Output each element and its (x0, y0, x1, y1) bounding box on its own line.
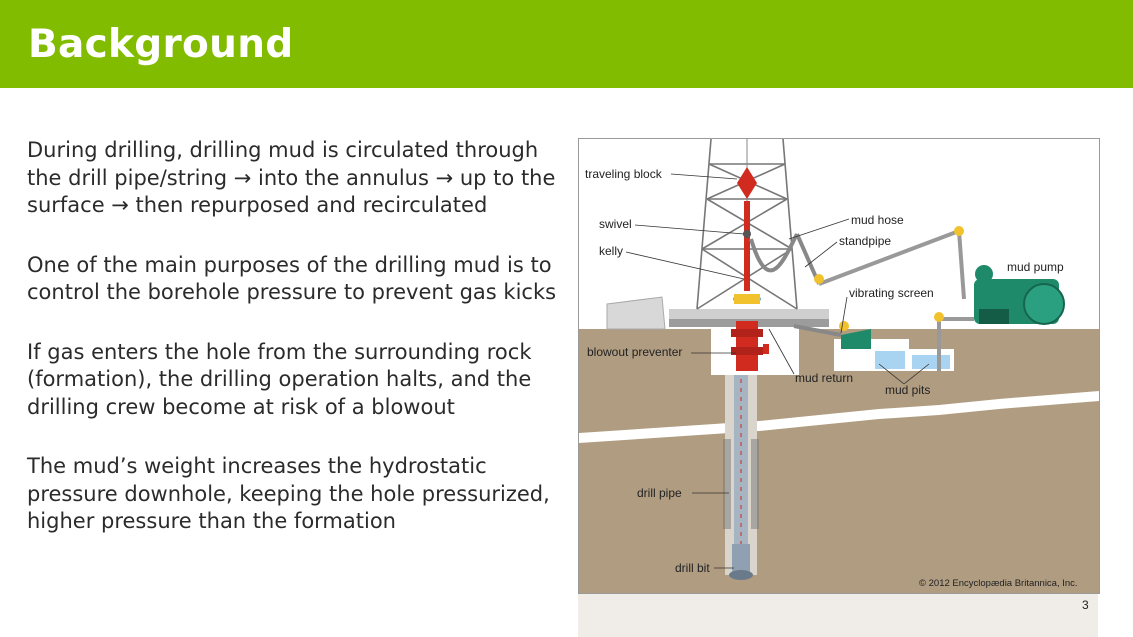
paragraph-purpose: One of the main purposes of the drilling… (27, 252, 557, 305)
traveling-block (737, 167, 757, 199)
paragraph-circulation: During drilling, drilling mud is circula… (27, 138, 556, 217)
paragraph-hydrostatic: The mud’s weight increases the hydrostat… (27, 454, 550, 533)
label-drill-bit: drill bit (675, 561, 710, 575)
slide-title: Background (28, 22, 294, 67)
paragraph-gas-kick: If gas enters the hole from the surround… (27, 339, 532, 419)
header-bar: Background (0, 0, 1133, 88)
label-vibrating-screen: vibrating screen (849, 286, 934, 300)
drilling-rig-diagram: traveling block swivel kelly mud hose st… (578, 138, 1100, 594)
label-traveling-block: traveling block (585, 167, 663, 181)
copyright-text: © 2012 Encyclopædia Britannica, Inc. (919, 578, 1078, 589)
label-mud-hose: mud hose (851, 213, 904, 227)
label-standpipe: standpipe (839, 234, 891, 248)
label-mud-pump: mud pump (1007, 260, 1064, 274)
label-mud-return: mud return (795, 371, 853, 385)
page-number: 3 (1082, 598, 1089, 612)
body-text: During drilling, drilling mud is circula… (27, 137, 557, 568)
ground (579, 329, 1099, 593)
label-drill-pipe: drill pipe (637, 486, 682, 500)
label-kelly: kelly (599, 244, 623, 258)
label-mud-pits: mud pits (885, 383, 930, 397)
figure-reflection (578, 594, 1098, 637)
label-swivel: swivel (599, 217, 632, 231)
label-blowout-preventer: blowout preventer (587, 345, 682, 359)
blowout-preventer (736, 321, 758, 371)
